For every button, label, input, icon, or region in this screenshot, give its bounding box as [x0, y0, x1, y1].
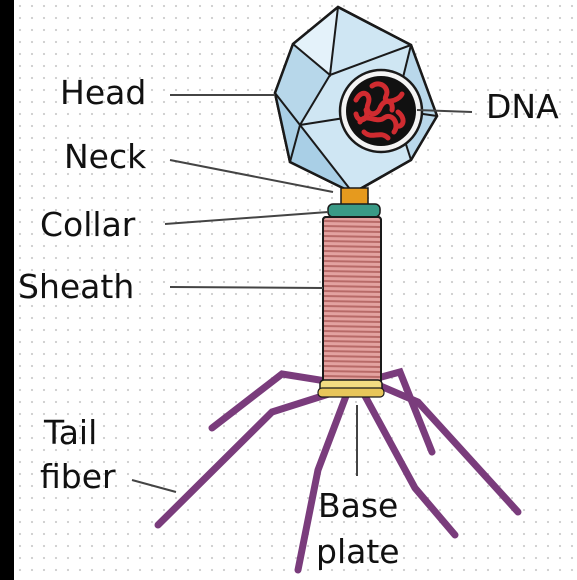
label-head: Head	[60, 73, 146, 112]
base-plate	[318, 380, 384, 397]
label-collar: Collar	[40, 205, 136, 244]
label-sheath: Sheath	[18, 267, 134, 306]
label-tail-fiber-line1: Tail	[43, 413, 97, 452]
label-base-plate-line1: Base	[318, 486, 398, 525]
label-base-plate-line2: plate	[316, 532, 400, 571]
collar	[328, 204, 380, 217]
label-neck: Neck	[64, 137, 147, 176]
label-dna: DNA	[486, 87, 559, 126]
label-tail-fiber-line2: fiber	[40, 457, 116, 496]
sheath	[323, 217, 381, 383]
dna-coil	[340, 70, 422, 152]
